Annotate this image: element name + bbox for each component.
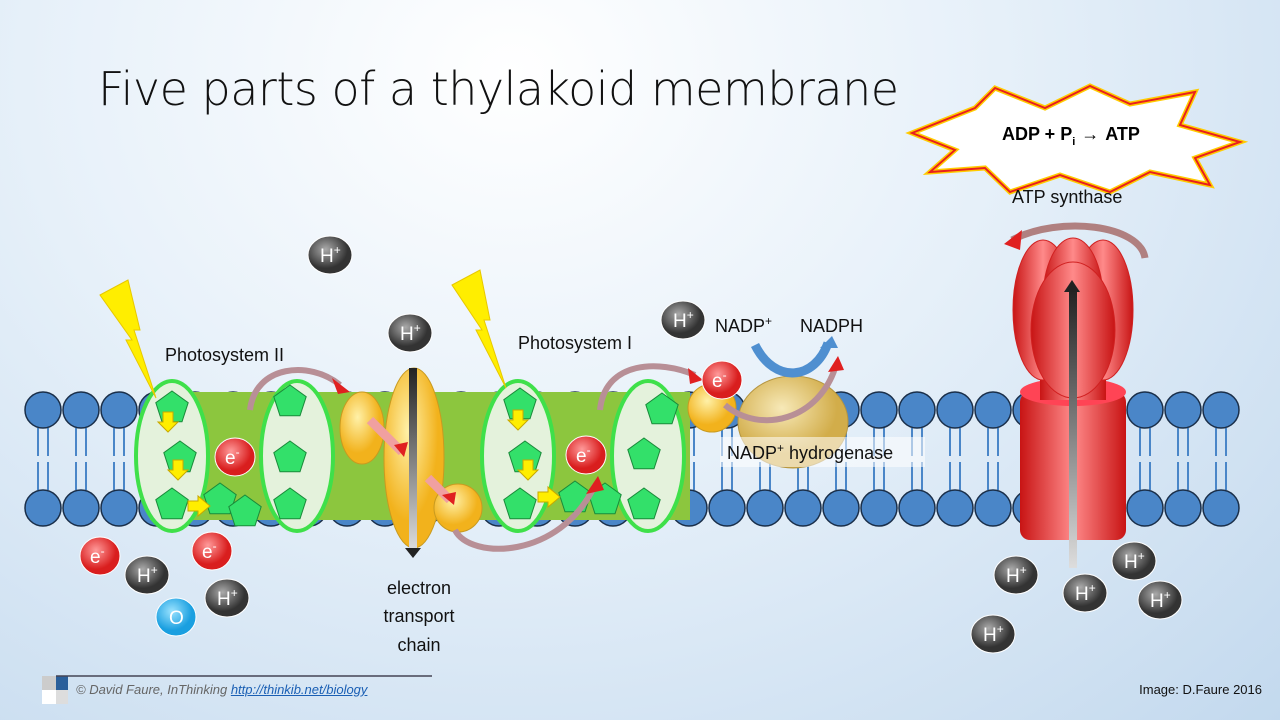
electron-transport-chain bbox=[339, 367, 483, 558]
proton-ion: H+ bbox=[993, 555, 1039, 595]
lipid-head bbox=[784, 489, 822, 527]
lipid-head bbox=[898, 489, 936, 527]
lipid-head bbox=[1202, 489, 1240, 527]
svg-text:e-: e- bbox=[576, 443, 591, 467]
svg-text:H+: H+ bbox=[1150, 588, 1171, 612]
lipid-head bbox=[860, 489, 898, 527]
svg-text:H+: H+ bbox=[983, 622, 1004, 646]
electron-flow-arrows bbox=[247, 341, 839, 552]
chlorophyll-pentagon bbox=[503, 487, 537, 520]
proton-ion: H+ bbox=[1062, 573, 1108, 613]
lipid-head bbox=[746, 489, 784, 527]
lipid-head bbox=[100, 489, 138, 527]
label-atp-synthase: ATP synthase bbox=[1012, 187, 1122, 207]
proton-ion: H+ bbox=[660, 300, 706, 340]
lipid-head bbox=[24, 489, 62, 527]
svg-text:H+: H+ bbox=[1124, 549, 1145, 573]
svg-text:H+: H+ bbox=[137, 563, 158, 587]
chlorophyll-pentagon bbox=[273, 440, 307, 473]
chlorophyll-pentagon bbox=[228, 494, 262, 527]
ions: H+H+H+H+H+H+H+H+H+H+e-e-e-e-e-O bbox=[79, 235, 1183, 654]
svg-text:H+: H+ bbox=[320, 243, 341, 267]
label-photosystem-ii: Photosystem II bbox=[165, 345, 284, 365]
energy-arrow-icon bbox=[506, 409, 530, 431]
chlorophyll-pentagon bbox=[645, 392, 679, 425]
lipid-head bbox=[62, 391, 100, 429]
lipid-head bbox=[898, 391, 936, 429]
lipid-head bbox=[24, 391, 62, 429]
electron-ion: e- bbox=[79, 536, 121, 576]
svg-text:e-: e- bbox=[90, 544, 105, 568]
lipid-head bbox=[100, 391, 138, 429]
lightning-icon bbox=[451, 269, 507, 389]
proton-ion: H+ bbox=[307, 235, 353, 275]
image-credit: Image: D.Faure 2016 bbox=[1139, 682, 1262, 697]
lipid-head bbox=[1126, 391, 1164, 429]
svg-text:e-: e- bbox=[712, 368, 727, 392]
label-etc-1: electron bbox=[387, 578, 451, 598]
chlorophyll-pentagon bbox=[203, 482, 237, 515]
proton-ion: H+ bbox=[387, 313, 433, 353]
energy-arrow-icon bbox=[156, 411, 180, 433]
energy-arrow-icon bbox=[537, 485, 561, 509]
label-photosystem-i: Photosystem I bbox=[518, 333, 632, 353]
electron-ion: e- bbox=[565, 435, 607, 475]
reaction-equation: ADP + Pi→ATP bbox=[1002, 124, 1140, 148]
proton-ion: H+ bbox=[970, 614, 1016, 654]
slide-title: Five parts of a thylakoid membrane bbox=[98, 62, 899, 116]
energy-arrow-icon bbox=[166, 459, 190, 481]
thinkib-link[interactable]: http://thinkib.net/biology bbox=[230, 682, 368, 697]
oxygen-atom: O bbox=[155, 597, 197, 637]
copyright-text: © David Faure, InThinking bbox=[76, 682, 231, 697]
svg-text:H+: H+ bbox=[400, 321, 421, 345]
proton-ion: H+ bbox=[1137, 580, 1183, 620]
lipid-head bbox=[822, 489, 860, 527]
lipid-head bbox=[1126, 489, 1164, 527]
lipid-head bbox=[62, 489, 100, 527]
lipid-head bbox=[936, 489, 974, 527]
lipid-head bbox=[974, 391, 1012, 429]
chlorophyll-pentagon bbox=[627, 487, 661, 520]
lipid-head bbox=[860, 391, 898, 429]
svg-text:O: O bbox=[169, 608, 184, 629]
energy-arrow-icon bbox=[516, 459, 540, 481]
lipid-head bbox=[1164, 489, 1202, 527]
label-etc-2: transport bbox=[383, 606, 454, 626]
label-nadp-hydrogenase: NADP+ hydrogenase bbox=[727, 441, 893, 463]
proton-ion: H+ bbox=[1111, 541, 1157, 581]
footer-copyright: © David Faure, InThinking http://thinkib… bbox=[76, 682, 367, 697]
lipid-head bbox=[974, 489, 1012, 527]
lipid-head bbox=[1202, 391, 1240, 429]
svg-text:H+: H+ bbox=[1006, 563, 1027, 587]
lightning-icon bbox=[99, 279, 157, 399]
chlorophyll-pentagon bbox=[155, 487, 189, 520]
svg-text:e-: e- bbox=[225, 445, 240, 469]
atp-synthase bbox=[1004, 222, 1149, 568]
lipid-head bbox=[708, 489, 746, 527]
proton-ion: H+ bbox=[124, 555, 170, 595]
electron-ion: e- bbox=[191, 531, 233, 571]
svg-text:H+: H+ bbox=[217, 586, 238, 610]
label-nadp: NADP+ bbox=[715, 314, 772, 336]
chlorophyll-pentagon bbox=[627, 437, 661, 470]
svg-text:H+: H+ bbox=[1075, 581, 1096, 605]
lipid-head bbox=[1164, 391, 1202, 429]
electron-ion: e- bbox=[214, 437, 256, 477]
label-etc-3: chain bbox=[397, 635, 440, 655]
proton-ion: H+ bbox=[204, 578, 250, 618]
chlorophyll-pentagon bbox=[273, 487, 307, 520]
lipid-head bbox=[936, 391, 974, 429]
label-nadph: NADPH bbox=[800, 316, 863, 336]
svg-text:H+: H+ bbox=[673, 308, 694, 332]
electron-ion: e- bbox=[701, 360, 743, 400]
svg-text:e-: e- bbox=[202, 539, 217, 563]
chlorophyll-pentagon bbox=[273, 384, 307, 417]
energy-arrow-icon bbox=[187, 494, 211, 518]
